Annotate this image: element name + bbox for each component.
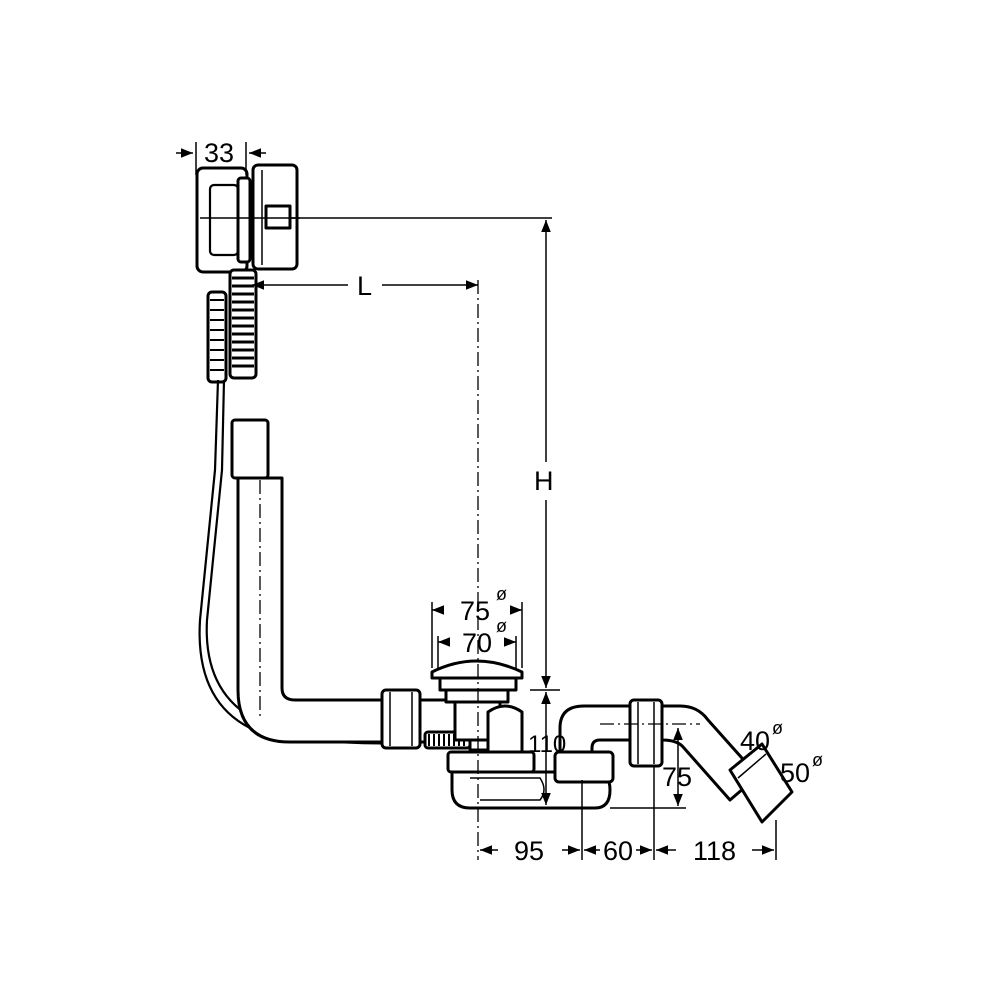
- dim-95-label: 95: [514, 836, 544, 866]
- dim-118-label: 118: [693, 836, 736, 866]
- dim-40-dia-label: 40: [740, 726, 770, 756]
- trap-outlet: [553, 698, 794, 824]
- overflow-corrugated-hose: [206, 268, 258, 384]
- dim-70-dia-symbol: ø: [496, 616, 507, 636]
- dimension-lines: [176, 142, 777, 860]
- dim-75-label: 75: [662, 762, 692, 792]
- dim-L-label: L: [357, 271, 372, 301]
- dim-33-label: 33: [204, 138, 234, 168]
- dim-60-label: 60: [603, 836, 633, 866]
- dim-40-dia-symbol: ø: [772, 718, 783, 738]
- dim-50-dia-label: 50: [780, 758, 810, 788]
- dim-70-dia-label: 70: [462, 628, 492, 658]
- overflow-head: [195, 163, 300, 274]
- dim-50-dia-symbol: ø: [812, 750, 823, 770]
- dim-75-dia-label: 75: [460, 596, 490, 626]
- dim-110-label: 110: [528, 731, 566, 758]
- dim-75-dia-symbol: ø: [496, 584, 507, 604]
- dim-H-label: H: [534, 466, 554, 496]
- overflow-pipe: [230, 418, 392, 744]
